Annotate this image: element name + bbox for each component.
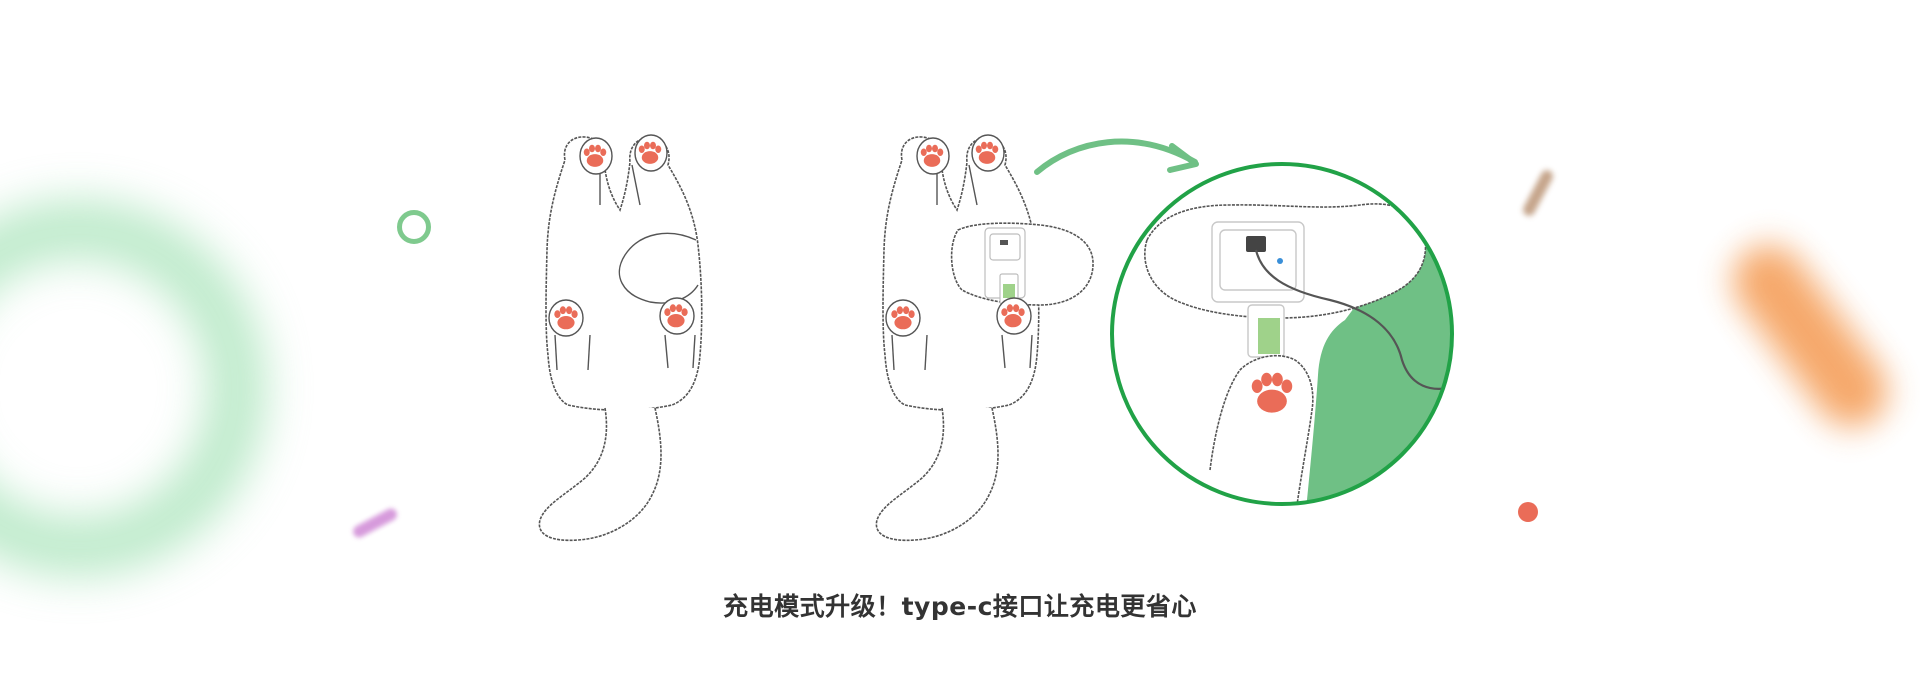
green-ring-decoration: [397, 210, 431, 244]
cable-icon: [1254, 249, 1452, 390]
type-c-port-icon: [1246, 236, 1266, 252]
arrow-icon: [1034, 138, 1199, 175]
caption: 充电模式升级！type-c接口让充电更省心: [723, 592, 1197, 621]
cat-plush-back: [538, 134, 703, 542]
orange-dot-decoration: [1518, 502, 1538, 522]
zoom-detail-type-c-port: [1110, 162, 1454, 506]
cat-plush-with-charger: [875, 134, 1094, 542]
